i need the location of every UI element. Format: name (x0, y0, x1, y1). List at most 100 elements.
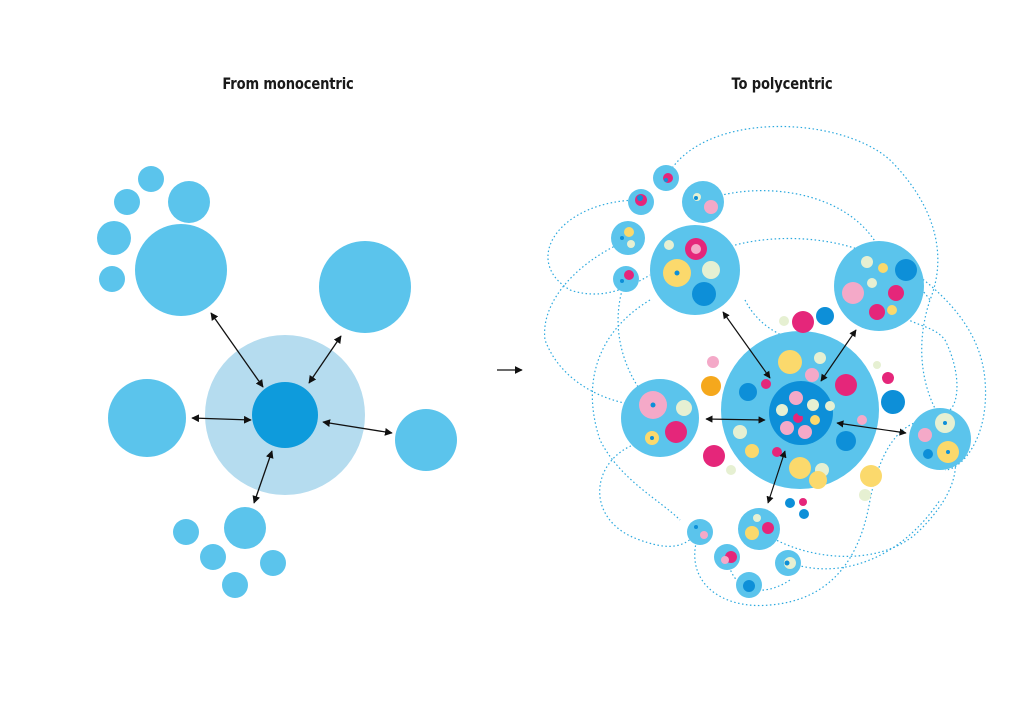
central-core-dots (776, 391, 820, 439)
node-dot (692, 282, 716, 306)
arrow-link (191, 414, 252, 424)
satellite-small (260, 550, 286, 576)
node-dot (663, 173, 673, 183)
node-dot (785, 498, 795, 508)
node-dot (665, 421, 687, 443)
node-dot (650, 402, 656, 408)
satellite-city-bottom (738, 508, 780, 550)
city-core (252, 382, 318, 448)
node-dot (842, 282, 864, 304)
node-dot (807, 399, 819, 411)
node-dot (700, 531, 708, 539)
node-dot (743, 580, 755, 592)
node-dot (691, 244, 701, 254)
satellite-small (168, 181, 210, 223)
polycentric-diagram (544, 125, 987, 607)
node-dot (704, 200, 718, 214)
network-line (547, 199, 651, 295)
scattered-nodes (701, 307, 905, 519)
network-line (665, 125, 951, 431)
network-line (599, 439, 701, 547)
arrow-link (766, 450, 787, 504)
node-dot (694, 196, 698, 200)
node-dot (745, 444, 759, 458)
node-dot (664, 178, 668, 182)
node-dot (825, 401, 835, 411)
node-dot (726, 465, 736, 475)
node-dot (739, 383, 757, 401)
small-satellite (687, 519, 713, 545)
node-dot (664, 240, 674, 250)
satellite-bottom (224, 507, 266, 549)
node-dot (627, 240, 635, 248)
node-dot (789, 457, 811, 479)
node-dot (784, 560, 790, 566)
satellite-small (173, 519, 199, 545)
small-satellite (611, 221, 645, 255)
satellite-small (114, 189, 140, 215)
node-dot (780, 421, 794, 435)
node-dot (860, 465, 882, 487)
node-dot (707, 356, 719, 368)
node-dot (624, 227, 634, 237)
node-dot (745, 526, 759, 540)
network-line (591, 299, 681, 521)
arrow-link (705, 415, 766, 424)
node-dot (637, 195, 643, 201)
node-dot (946, 450, 950, 454)
node-dot (867, 278, 877, 288)
node-dot (703, 445, 725, 467)
node-dot (702, 261, 720, 279)
node-dot (873, 361, 881, 369)
node-dot (620, 236, 624, 240)
node-dot (869, 304, 885, 320)
node-dot (721, 556, 729, 564)
node-dot (805, 368, 819, 382)
title-monocentric: From monocentric (222, 74, 354, 93)
satellite-small (200, 544, 226, 570)
node-dot (799, 509, 809, 519)
network-line (617, 277, 641, 391)
network-line (789, 499, 941, 570)
node-dot (814, 352, 826, 364)
satellite-small (97, 221, 131, 255)
node-dot (859, 489, 871, 501)
small-satellite (682, 181, 724, 223)
node-dot (857, 415, 867, 425)
node-dot (888, 285, 904, 301)
node-dot (881, 390, 905, 414)
network-line (744, 299, 801, 341)
node-dot (798, 425, 812, 439)
node-dot (784, 557, 796, 569)
node-dot (887, 305, 897, 315)
node-dot (878, 263, 888, 273)
node-dot (674, 270, 680, 276)
node-dot (789, 391, 803, 405)
node-dot (753, 514, 761, 522)
network-line (544, 239, 636, 406)
satellite-small (138, 166, 164, 192)
arrow-link (836, 420, 907, 436)
node-dot (761, 379, 771, 389)
network-line (879, 289, 958, 411)
node-dot (778, 350, 802, 374)
node-dot (882, 372, 894, 384)
node-dot (809, 471, 827, 489)
arrow-link (322, 419, 393, 436)
arrow-link (252, 450, 274, 504)
node-dot (918, 428, 932, 442)
node-dot (772, 447, 782, 457)
node-dot (943, 421, 947, 425)
node-dot (835, 374, 857, 396)
satellite-small (222, 572, 248, 598)
title-polycentric: To polycentric (731, 74, 833, 93)
node-dot (816, 307, 834, 325)
node-dot (799, 498, 807, 506)
node-dot (676, 400, 692, 416)
satellite-large-left (108, 379, 186, 457)
node-dot (797, 408, 805, 416)
node-dot (810, 415, 820, 425)
satellite-large-top-right (319, 241, 411, 333)
satellite-right (395, 409, 457, 471)
node-dot (733, 425, 747, 439)
